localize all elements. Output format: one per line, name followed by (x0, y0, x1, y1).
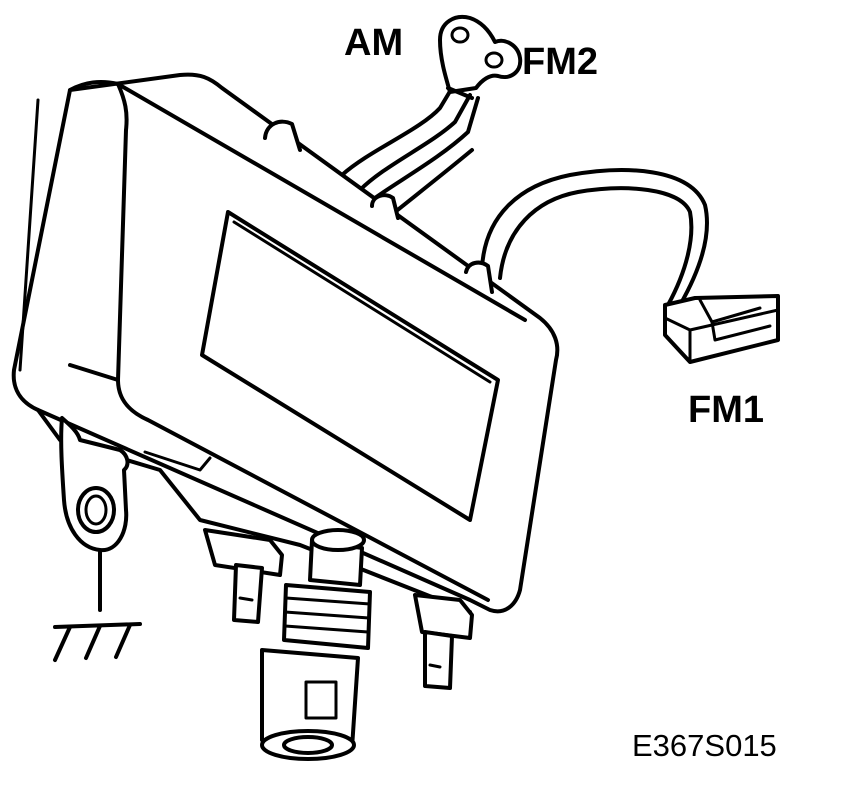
label-fm1: FM1 (688, 389, 764, 431)
am-fm2-cable (340, 86, 480, 214)
fm1-connector (663, 294, 780, 364)
right-blade-terminal (413, 593, 474, 690)
ground-symbol-icon (53, 550, 142, 662)
label-am: AM (344, 22, 403, 64)
label-fm2: FM2 (522, 41, 598, 83)
ground-lug (59, 416, 130, 553)
left-blade-terminal (203, 528, 284, 624)
amplifier-box (11, 72, 560, 614)
fm1-cable (480, 168, 709, 307)
figure-code: E367S015 (632, 728, 777, 763)
coax-connector (260, 528, 372, 761)
am-fm2-terminal (438, 15, 523, 100)
